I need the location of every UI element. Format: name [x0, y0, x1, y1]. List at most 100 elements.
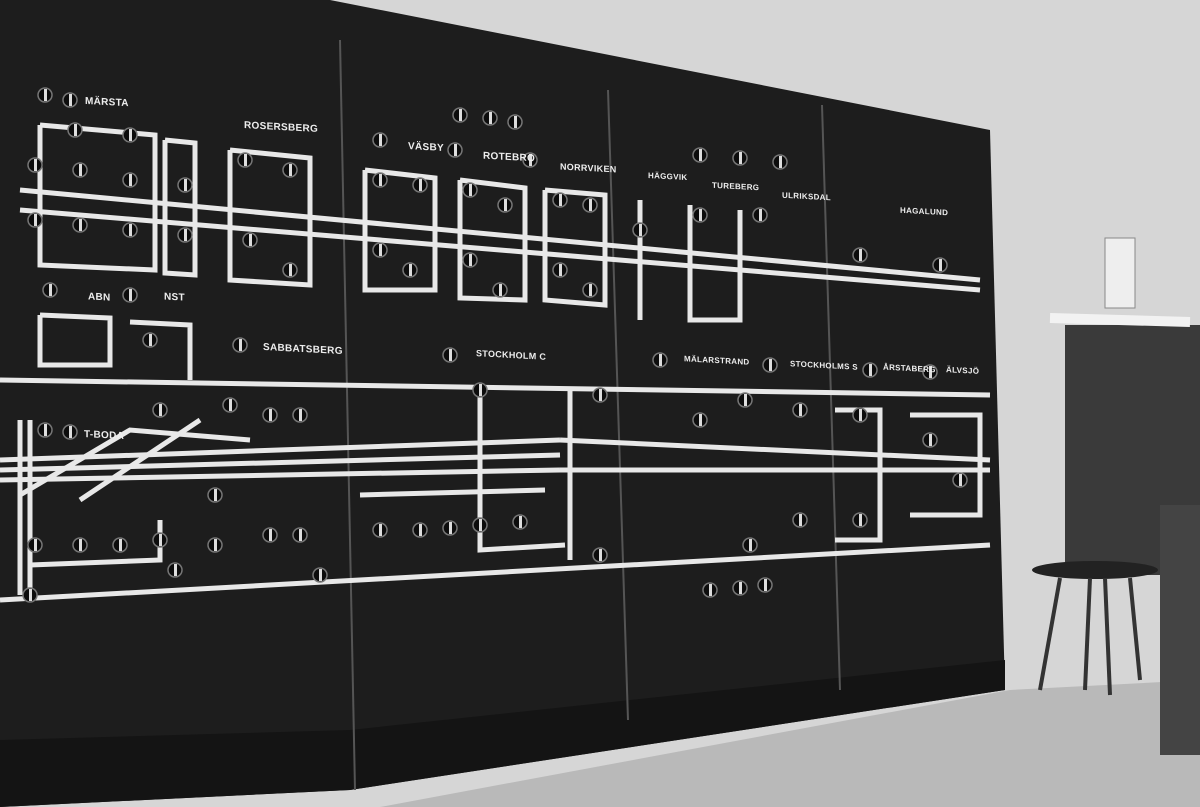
desk [1160, 505, 1200, 755]
wall-notice [1104, 237, 1136, 309]
knob-indicator [799, 404, 802, 416]
knob-indicator [159, 534, 162, 546]
knob-indicator [184, 179, 187, 191]
knob-indicator [299, 529, 302, 541]
knob-indicator [249, 234, 252, 246]
knob-indicator [699, 149, 702, 161]
knob-indicator [469, 254, 472, 266]
track-diagram [0, 122, 991, 603]
knob-indicator [939, 259, 942, 271]
knob-indicator [489, 112, 492, 124]
knob-indicator [34, 214, 37, 226]
knob-indicator [859, 249, 862, 261]
knob-indicator [289, 164, 292, 176]
knob-indicator [379, 524, 382, 536]
knob-indicator [379, 244, 382, 256]
knob-indicator [699, 209, 702, 221]
knob-indicator [479, 519, 482, 531]
station-label: NST [164, 291, 185, 304]
knob-indicator [599, 389, 602, 401]
knob-indicator [529, 154, 532, 166]
station-label: VÄSBY [408, 141, 444, 154]
knob-indicator [69, 426, 72, 438]
knob-indicator [34, 159, 37, 171]
knob-indicator [49, 284, 52, 296]
knob-indicator [589, 284, 592, 296]
knob-indicator [759, 209, 762, 221]
knob-indicator [159, 404, 162, 416]
knob-indicator [514, 116, 517, 128]
knob-indicator [149, 334, 152, 346]
panel-base [0, 660, 1005, 807]
knob-indicator [129, 289, 132, 301]
knob-indicator [799, 514, 802, 526]
knob-indicator [599, 549, 602, 561]
knob-indicator [709, 584, 712, 596]
floor [380, 680, 1200, 807]
paper-roll [1049, 313, 1191, 327]
knob-indicator [269, 409, 272, 421]
knob-indicator [69, 94, 72, 106]
knob-indicator [959, 474, 962, 486]
station-label: ÄLVSJÖ [946, 365, 980, 376]
knob-indicator [129, 129, 132, 141]
knob-indicator [559, 264, 562, 276]
knob-indicator [244, 154, 247, 166]
knob-indicator [214, 489, 217, 501]
knob-indicator [559, 194, 562, 206]
knob-indicator [769, 359, 772, 371]
knob-indicator [419, 179, 422, 191]
knob-indicator [44, 424, 47, 436]
knob-indicator [74, 124, 77, 136]
knob-indicator [229, 399, 232, 411]
stool-seat [1032, 561, 1158, 579]
knob-indicator [449, 522, 452, 534]
knob-indicator [589, 199, 592, 211]
knob-indicator [379, 174, 382, 186]
knob-indicator [129, 174, 132, 186]
knob-indicator [79, 219, 82, 231]
knob-indicator [859, 409, 862, 421]
knob-indicator [239, 339, 242, 351]
knob-indicator [499, 284, 502, 296]
knob-indicator [269, 529, 272, 541]
knob-indicator [739, 152, 742, 164]
knob-indicator [739, 582, 742, 594]
knob-indicator [319, 569, 322, 581]
knob-indicator [119, 539, 122, 551]
knob-indicator [699, 414, 702, 426]
station-label: T-BODA [84, 428, 125, 443]
knob-indicator [299, 409, 302, 421]
knob-indicator [744, 394, 747, 406]
knob-indicator [459, 109, 462, 121]
knob-indicator [79, 539, 82, 551]
knob-indicator [659, 354, 662, 366]
knob-indicator [379, 134, 382, 146]
knob-indicator [639, 224, 642, 236]
knob-indicator [929, 366, 932, 378]
knob-indicator [869, 364, 872, 376]
knob-indicator [454, 144, 457, 156]
knob-indicator [519, 516, 522, 528]
switch-knobs [22, 87, 968, 603]
stool-legs [1038, 577, 1142, 696]
knob-indicator [469, 184, 472, 196]
panel-seams [339, 39, 841, 791]
knob-indicator [184, 229, 187, 241]
knob-indicator [504, 199, 507, 211]
knob-indicator [859, 514, 862, 526]
knob-indicator [129, 224, 132, 236]
knob-indicator [34, 539, 37, 551]
knob-indicator [419, 524, 422, 536]
knob-indicator [749, 539, 752, 551]
knob-indicator [764, 579, 767, 591]
knob-indicator [479, 384, 482, 396]
knob-indicator [449, 349, 452, 361]
control-panel [0, 0, 1005, 807]
knob-indicator [929, 434, 932, 446]
knob-indicator [174, 564, 177, 576]
knob-indicator [44, 89, 47, 101]
knob-indicator [79, 164, 82, 176]
station-label: ABN [88, 291, 111, 304]
station-label: MÄRSTA [85, 95, 129, 110]
